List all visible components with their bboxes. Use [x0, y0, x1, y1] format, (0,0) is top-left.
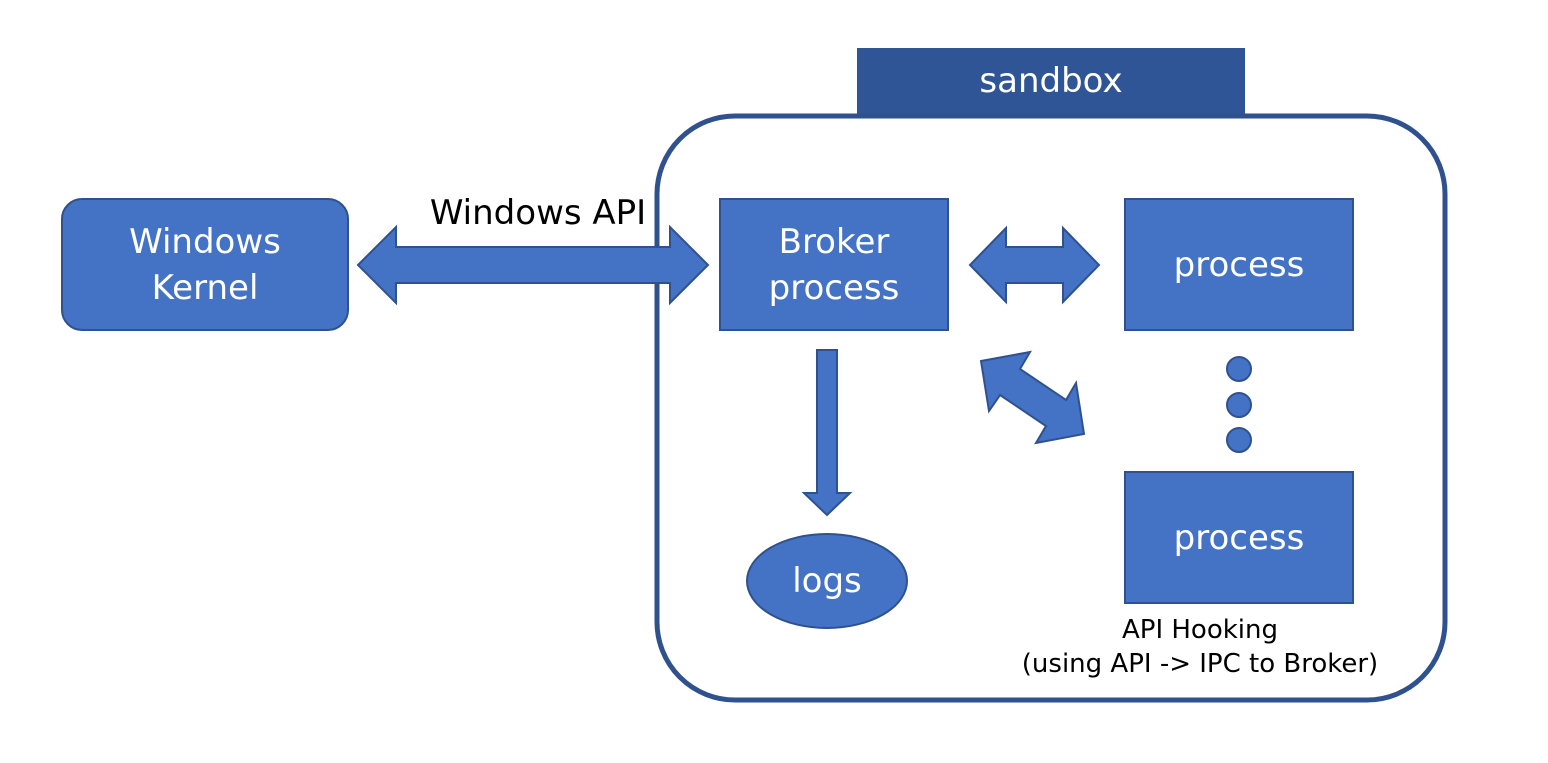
- logs-label: logs: [792, 561, 862, 601]
- api-hooking-label: API Hooking (using API -> IPC to Broker): [1021, 615, 1379, 679]
- windows-kernel-label: Windows Kernel: [129, 221, 281, 308]
- sandbox-label: sandbox: [979, 61, 1123, 101]
- process-top-box: [1124, 198, 1354, 331]
- broker-process-box: [719, 198, 949, 331]
- sandbox-tab: [857, 48, 1245, 114]
- process-bottom-box: [1124, 471, 1354, 604]
- process-top-label: process: [1173, 244, 1305, 285]
- broker-logs-arrow: [801, 349, 853, 517]
- ellipsis-dot-1: [1226, 356, 1252, 382]
- windows-api-label: Windows API: [429, 193, 647, 233]
- process-bottom-label: process: [1173, 517, 1305, 558]
- windows-kernel-box: [61, 198, 349, 331]
- ellipsis-dot-3: [1226, 427, 1252, 453]
- broker-process-arrow: [968, 225, 1101, 305]
- windows-api-arrow: [356, 224, 710, 306]
- diagonal-ipc-arrow: [979, 350, 1086, 445]
- broker-process-label: Broker process: [768, 221, 900, 308]
- logs-ellipse: [746, 533, 908, 629]
- ellipsis-dot-2: [1226, 392, 1252, 418]
